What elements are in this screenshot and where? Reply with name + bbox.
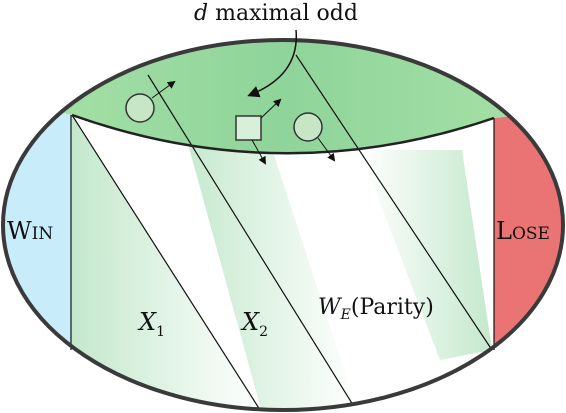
set-we-label: WE(Parity) bbox=[318, 295, 434, 323]
annotation-pointer-arrow bbox=[247, 29, 298, 98]
annotation-text: maximal odd bbox=[208, 1, 358, 26]
top-region-boundary bbox=[71, 113, 495, 155]
set-x2-label: X2 bbox=[240, 308, 268, 340]
set-x1-base: X bbox=[137, 308, 157, 336]
separator-line-2 bbox=[147, 74, 359, 410]
set-we-sub: E bbox=[340, 307, 351, 323]
lose-label-first: L bbox=[496, 217, 512, 245]
win-label: WIN bbox=[7, 217, 53, 245]
separator-line-3 bbox=[295, 54, 493, 351]
lose-label-rest: OSE bbox=[512, 224, 550, 244]
set-x2-base: X bbox=[240, 308, 260, 336]
win-label-first: W bbox=[7, 217, 32, 245]
set-x1-sub: 1 bbox=[156, 324, 165, 340]
move-arrow-3 bbox=[251, 139, 266, 165]
square-node bbox=[235, 115, 262, 141]
move-arrow-4 bbox=[317, 137, 336, 162]
set-we-base: W bbox=[318, 295, 343, 320]
annotation-label: d maximal odd bbox=[194, 1, 358, 26]
band-x2-gradient bbox=[180, 115, 358, 410]
annotation-var: d bbox=[194, 1, 208, 26]
set-x2-sub: 2 bbox=[259, 324, 268, 340]
set-we-arg: (Parity) bbox=[351, 295, 434, 320]
band-we-gradient bbox=[360, 150, 492, 360]
circle-node-2 bbox=[293, 112, 323, 142]
lose-label: LOSE bbox=[496, 217, 550, 245]
outer-ellipse-outline bbox=[1, 38, 565, 412]
circle-node-1 bbox=[125, 93, 155, 123]
win-label-rest: IN bbox=[32, 224, 54, 244]
move-arrow-2 bbox=[260, 98, 282, 119]
move-arrow-1 bbox=[151, 80, 176, 99]
separator-line-1 bbox=[71, 114, 263, 410]
set-x1-label: X1 bbox=[137, 308, 165, 340]
